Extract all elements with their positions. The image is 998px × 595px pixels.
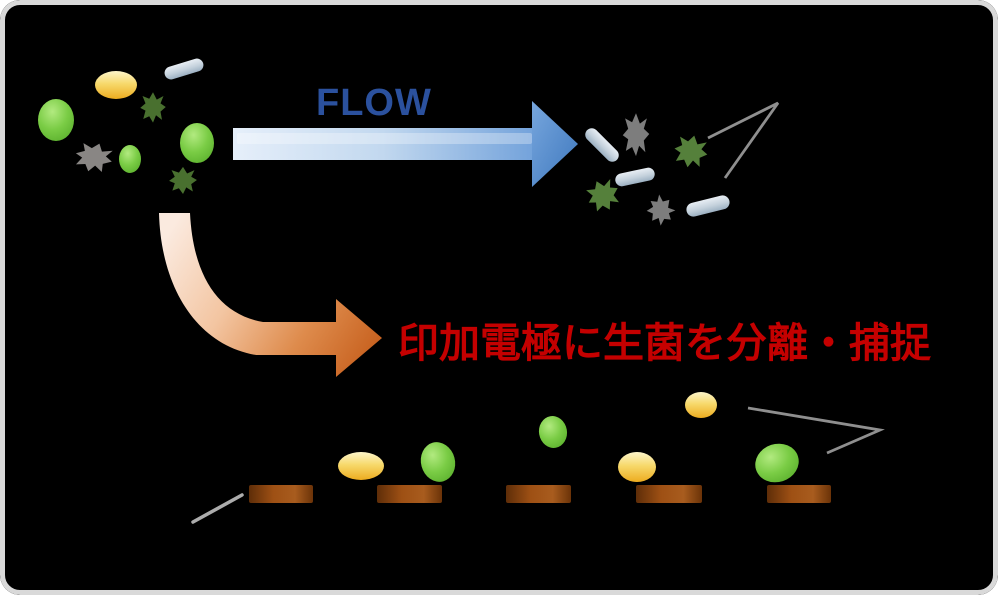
callout-chevron-bottom-right [747, 406, 885, 455]
damaged-bacteria-rod-icon [686, 195, 730, 217]
damaged-bacteria-spiky-green-icon [140, 92, 166, 123]
mixed-bacteria-cluster [38, 58, 214, 194]
damaged-bacteria-rod-icon [585, 128, 619, 162]
flow-arrowhead [532, 101, 578, 187]
electrode [636, 485, 702, 503]
leader-line-bottom-left [191, 493, 244, 524]
flow-arrow [233, 101, 578, 187]
live-bacteria-yellow-icon [95, 71, 137, 99]
flow-arrow-body [233, 128, 532, 160]
live-bacteria-green-icon [420, 442, 456, 482]
captured-live-bacteria [338, 392, 799, 483]
flow-label: FLOW [316, 82, 432, 124]
damaged-bacteria-spiky-gray-icon [642, 190, 680, 231]
live-bacteria-yellow-icon [618, 452, 656, 482]
electrode [377, 485, 442, 503]
callout-chevron-top-right [707, 101, 780, 179]
damaged-bacteria-spiky-green-icon [671, 132, 711, 171]
damaged-bacteria-rod-icon [615, 167, 655, 187]
live-bacteria-yellow-icon [338, 452, 384, 480]
flowed-out-bacteria-cluster [581, 113, 730, 231]
live-bacteria-green-icon [119, 145, 141, 173]
electrode [249, 485, 313, 503]
damaged-bacteria-spiky-gray-icon [622, 113, 650, 157]
damaged-bacteria-rod-icon [164, 58, 204, 80]
electrode [767, 485, 831, 503]
caption-text: 印加電極に生菌を分離・捕捉 [398, 320, 931, 366]
electrode [506, 485, 571, 503]
damaged-bacteria-spiky-gray-icon [70, 138, 118, 176]
live-bacteria-yellow-icon [685, 392, 717, 418]
live-bacteria-green-icon [180, 123, 214, 163]
capture-arrow [159, 213, 382, 377]
flow-arrow-highlight [237, 133, 532, 144]
damaged-bacteria-spiky-green-icon [169, 166, 197, 194]
live-bacteria-green-icon [755, 443, 799, 483]
live-bacteria-green-icon [38, 99, 74, 141]
live-bacteria-green-icon [538, 416, 568, 448]
electrode-array [249, 485, 831, 503]
